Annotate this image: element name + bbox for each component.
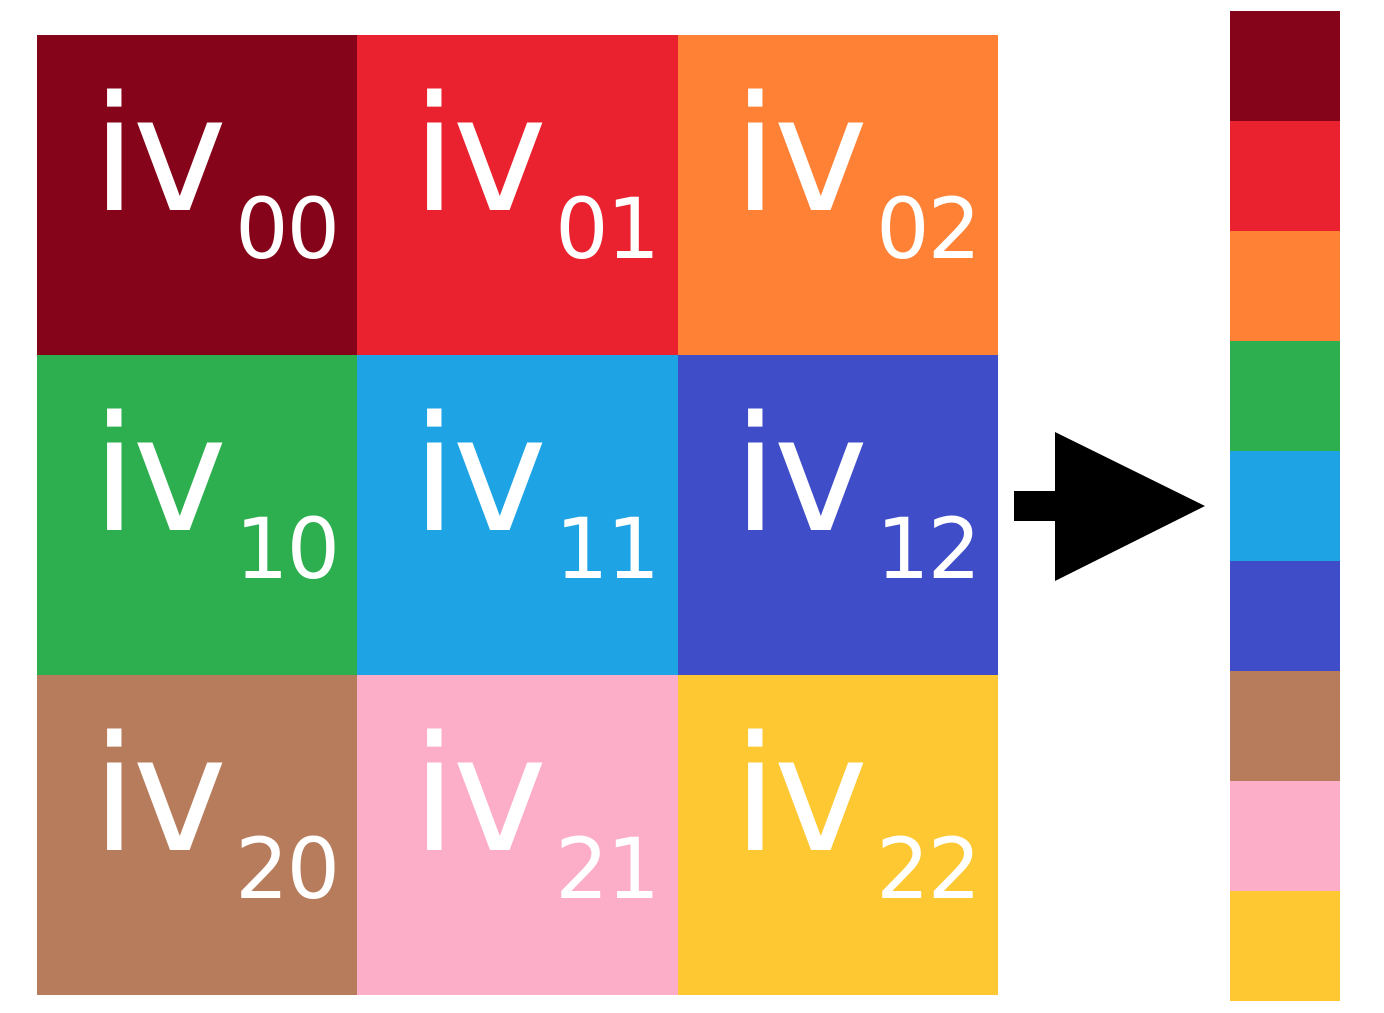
cell-label-subscript: 12 xyxy=(876,500,981,598)
cell-label-prefix: iv xyxy=(412,701,547,888)
vector-segment xyxy=(1230,671,1340,781)
vector-segment xyxy=(1230,561,1340,671)
cell-label-subscript: 20 xyxy=(235,820,340,918)
cell-label-prefix: iv xyxy=(733,381,868,568)
vector-segment xyxy=(1230,121,1340,231)
cell-label-subscript: 21 xyxy=(555,820,660,918)
cell-label-subscript: 02 xyxy=(876,180,981,278)
right-arrow-icon xyxy=(1014,432,1205,581)
cell-label-prefix: iv xyxy=(92,381,227,568)
cell-label-subscript: 00 xyxy=(235,180,340,278)
vector-segment xyxy=(1230,781,1340,891)
cell-label-prefix: iv xyxy=(412,381,547,568)
arrow-head xyxy=(1055,432,1205,581)
cell-label-subscript: 10 xyxy=(235,500,340,598)
vector-segment xyxy=(1230,231,1340,341)
cell-label-subscript: 22 xyxy=(876,820,981,918)
cell-label-subscript: 01 xyxy=(555,180,660,278)
cell-label-prefix: iv xyxy=(733,701,868,888)
cell-label-prefix: iv xyxy=(92,701,227,888)
flattened-vector xyxy=(1230,11,1340,1001)
vector-segment xyxy=(1230,891,1340,1001)
arrow-shaft xyxy=(1014,491,1058,521)
vector-segment xyxy=(1230,341,1340,451)
cell-label-prefix: iv xyxy=(412,61,547,248)
cell-label-prefix: iv xyxy=(92,61,227,248)
vector-segment xyxy=(1230,11,1340,121)
cell-label-subscript: 11 xyxy=(555,500,660,598)
vector-segment xyxy=(1230,451,1340,561)
cell-label-prefix: iv xyxy=(733,61,868,248)
